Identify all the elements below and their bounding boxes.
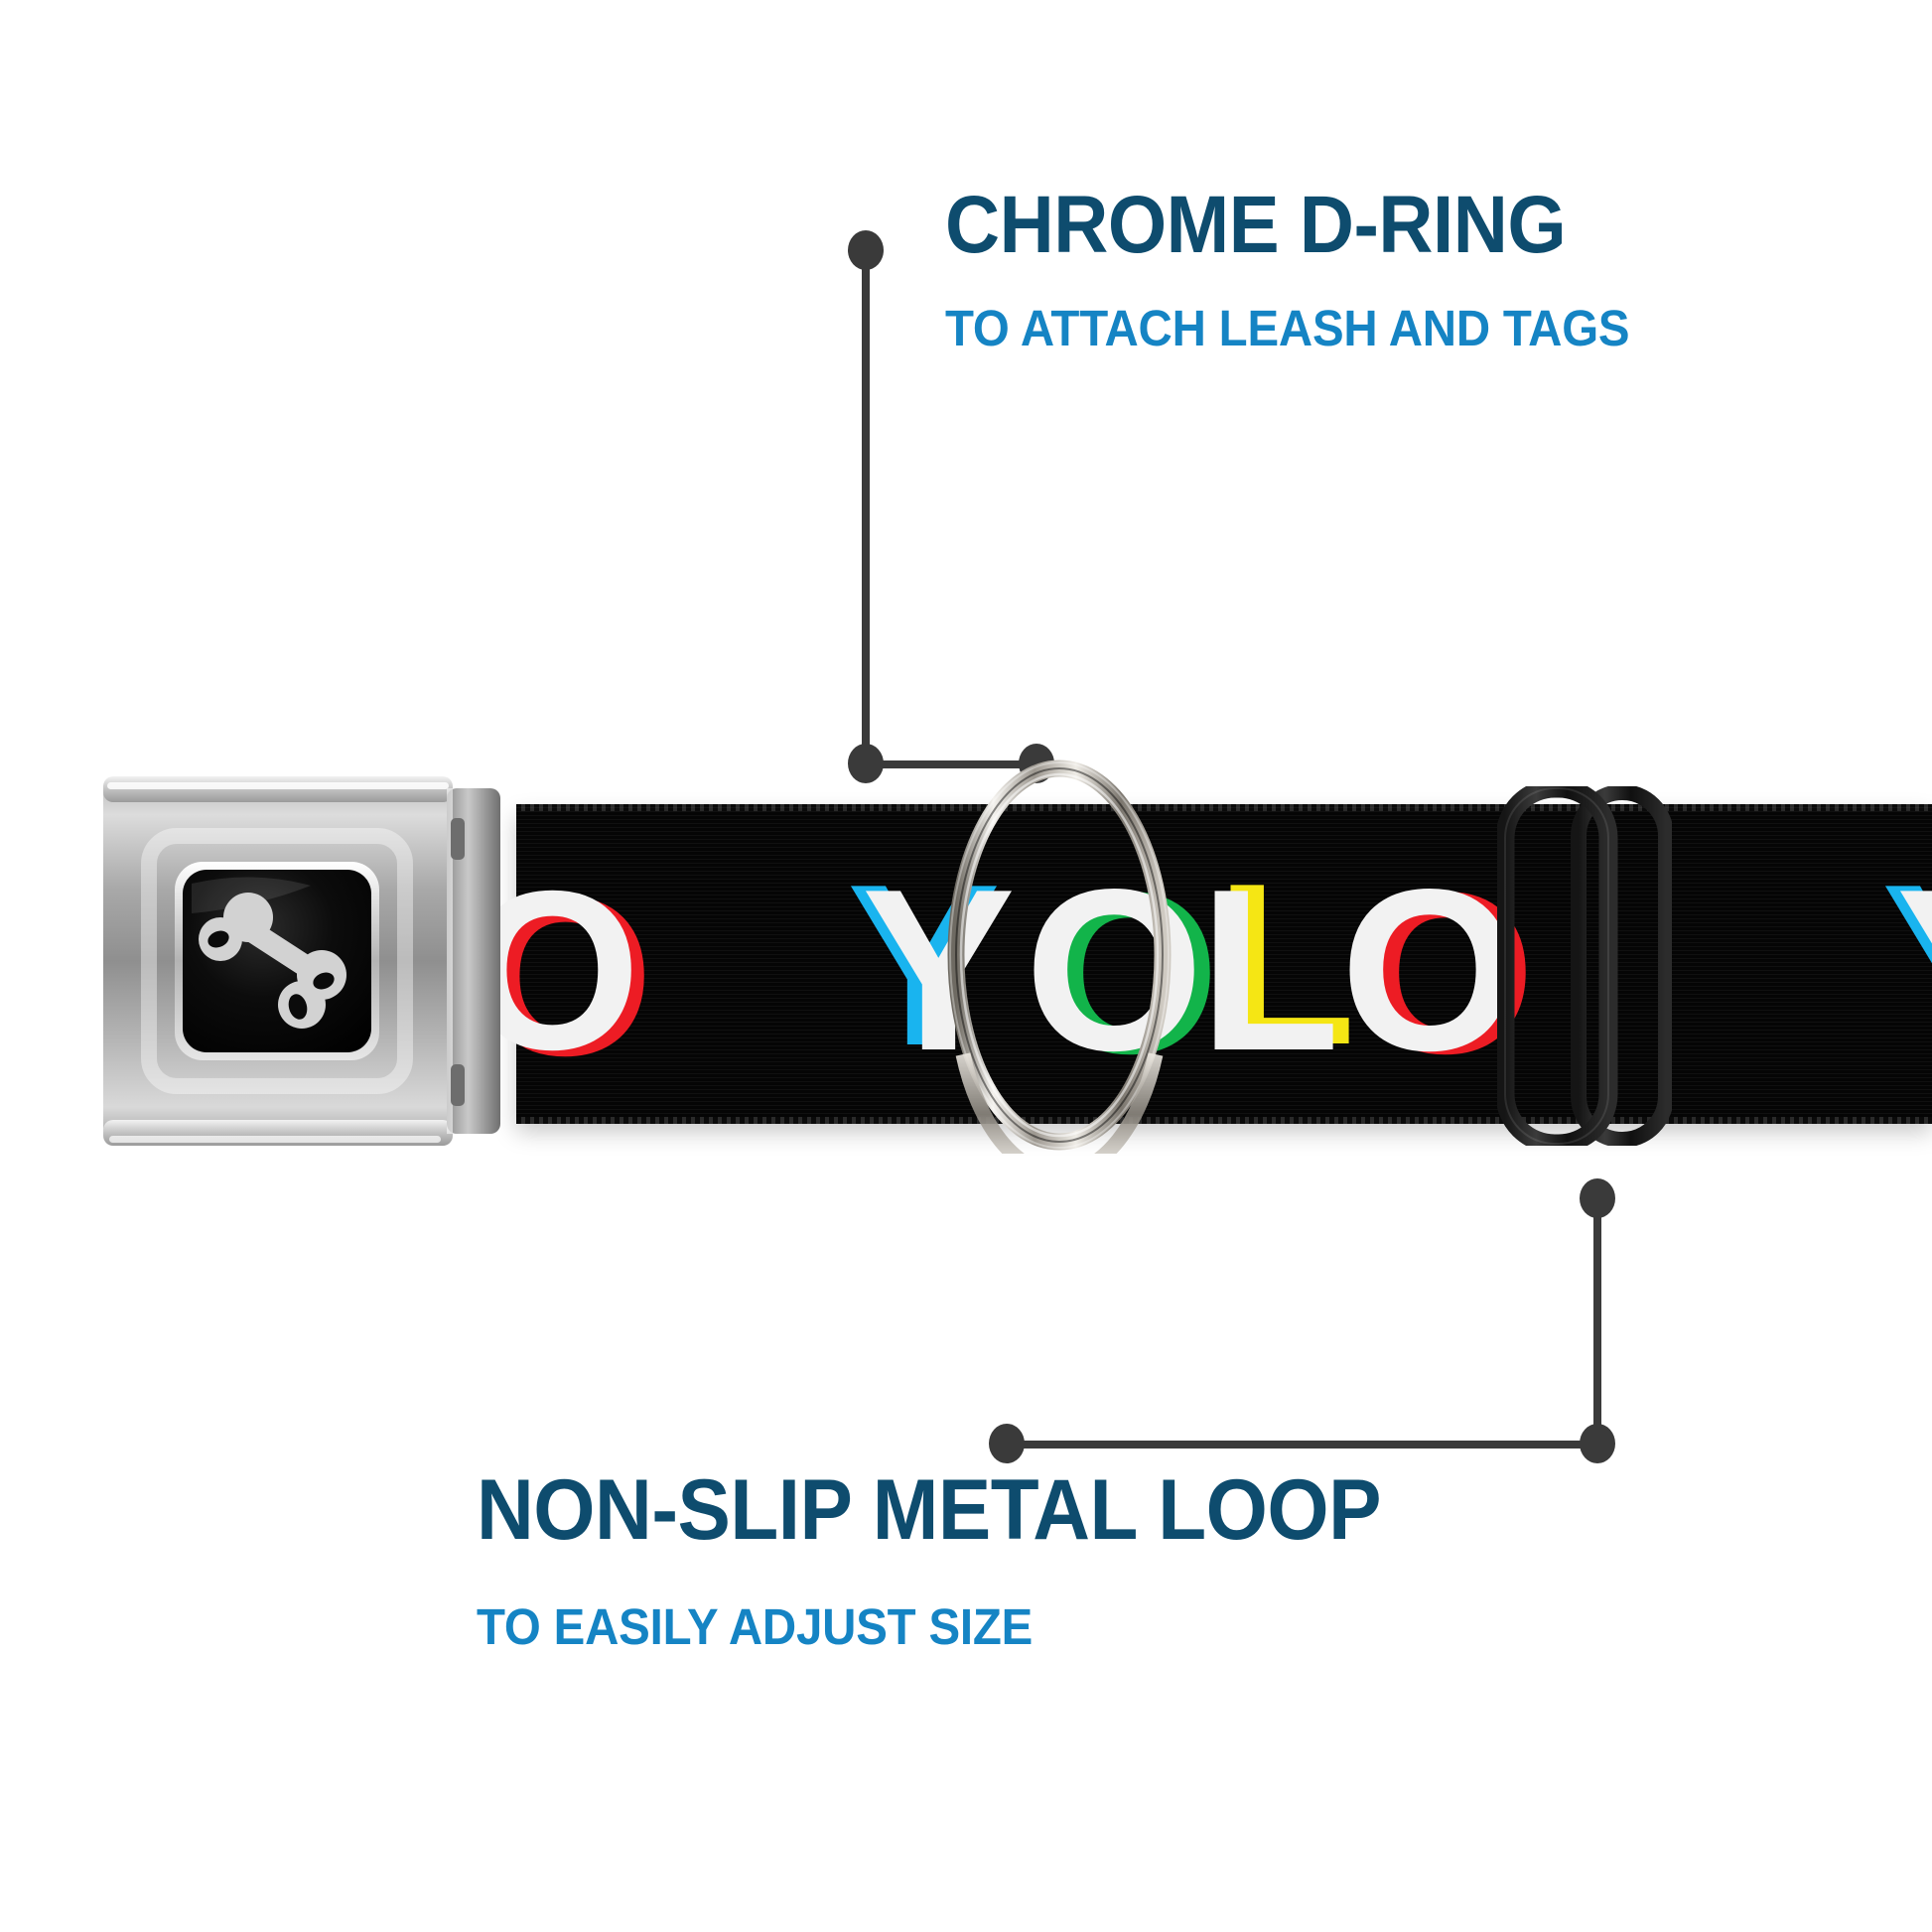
bone-logo-shape xyxy=(199,893,346,1029)
leader-dot-top-start xyxy=(848,230,884,270)
strap-letter-shadow: O xyxy=(478,851,653,1103)
leader-line-horizontal-top xyxy=(862,760,1040,768)
leader-dot-bottom-corner xyxy=(1580,1424,1615,1463)
strap-letter-face: Y xyxy=(1896,842,1932,1099)
leader-line-vertical-bottom xyxy=(1593,1199,1601,1448)
strap-letter-y: Y Y xyxy=(847,851,1016,1086)
strap-letter-face: O xyxy=(1025,842,1203,1099)
leader-dot-bottom-end xyxy=(989,1424,1025,1463)
d-ring xyxy=(941,757,1177,1181)
strap-letter-face: L xyxy=(1199,842,1340,1099)
leader-dot-top-corner xyxy=(848,744,884,783)
strap-letter-shadow: L xyxy=(1215,836,1356,1093)
strap-letter-face: O xyxy=(1340,842,1519,1099)
callout-title-chrome-d-ring: CHROME D-RING xyxy=(945,180,1567,270)
callout-subtitle-chrome-d-ring: TO ATTACH LEASH AND TAGS xyxy=(945,300,1630,356)
callout-subtitle-non-slip-metal-loop: TO EASILY ADJUST SIZE xyxy=(477,1598,1034,1655)
leader-line-vertical-top xyxy=(862,250,870,766)
strap-letter-face: Y xyxy=(862,842,1016,1099)
callout-title-non-slip-metal-loop: NON-SLIP METAL LOOP xyxy=(477,1462,1381,1558)
strap-lettering-yolo: O O Y Y O O L L O O xyxy=(465,850,1932,1091)
strap-letter-shadow: O xyxy=(1040,845,1219,1102)
seatbelt-buckle xyxy=(97,766,516,1164)
strap-letter-shadow: Y xyxy=(1881,851,1932,1081)
leader-line-horizontal-bottom xyxy=(1005,1441,1598,1449)
leader-dot-bottom-target xyxy=(1580,1178,1615,1218)
strap-letter-o-red: O O xyxy=(1340,856,1535,1089)
strap-letter-y-partial-right: Y Y xyxy=(1881,851,1932,1086)
metal-slider-loop xyxy=(1495,778,1674,1154)
strap-letter-l: L L xyxy=(1199,850,1356,1086)
strap-letter-o-green: O O xyxy=(1025,856,1219,1089)
collar-strap: O O Y Y O O L L O O xyxy=(465,804,1932,1124)
